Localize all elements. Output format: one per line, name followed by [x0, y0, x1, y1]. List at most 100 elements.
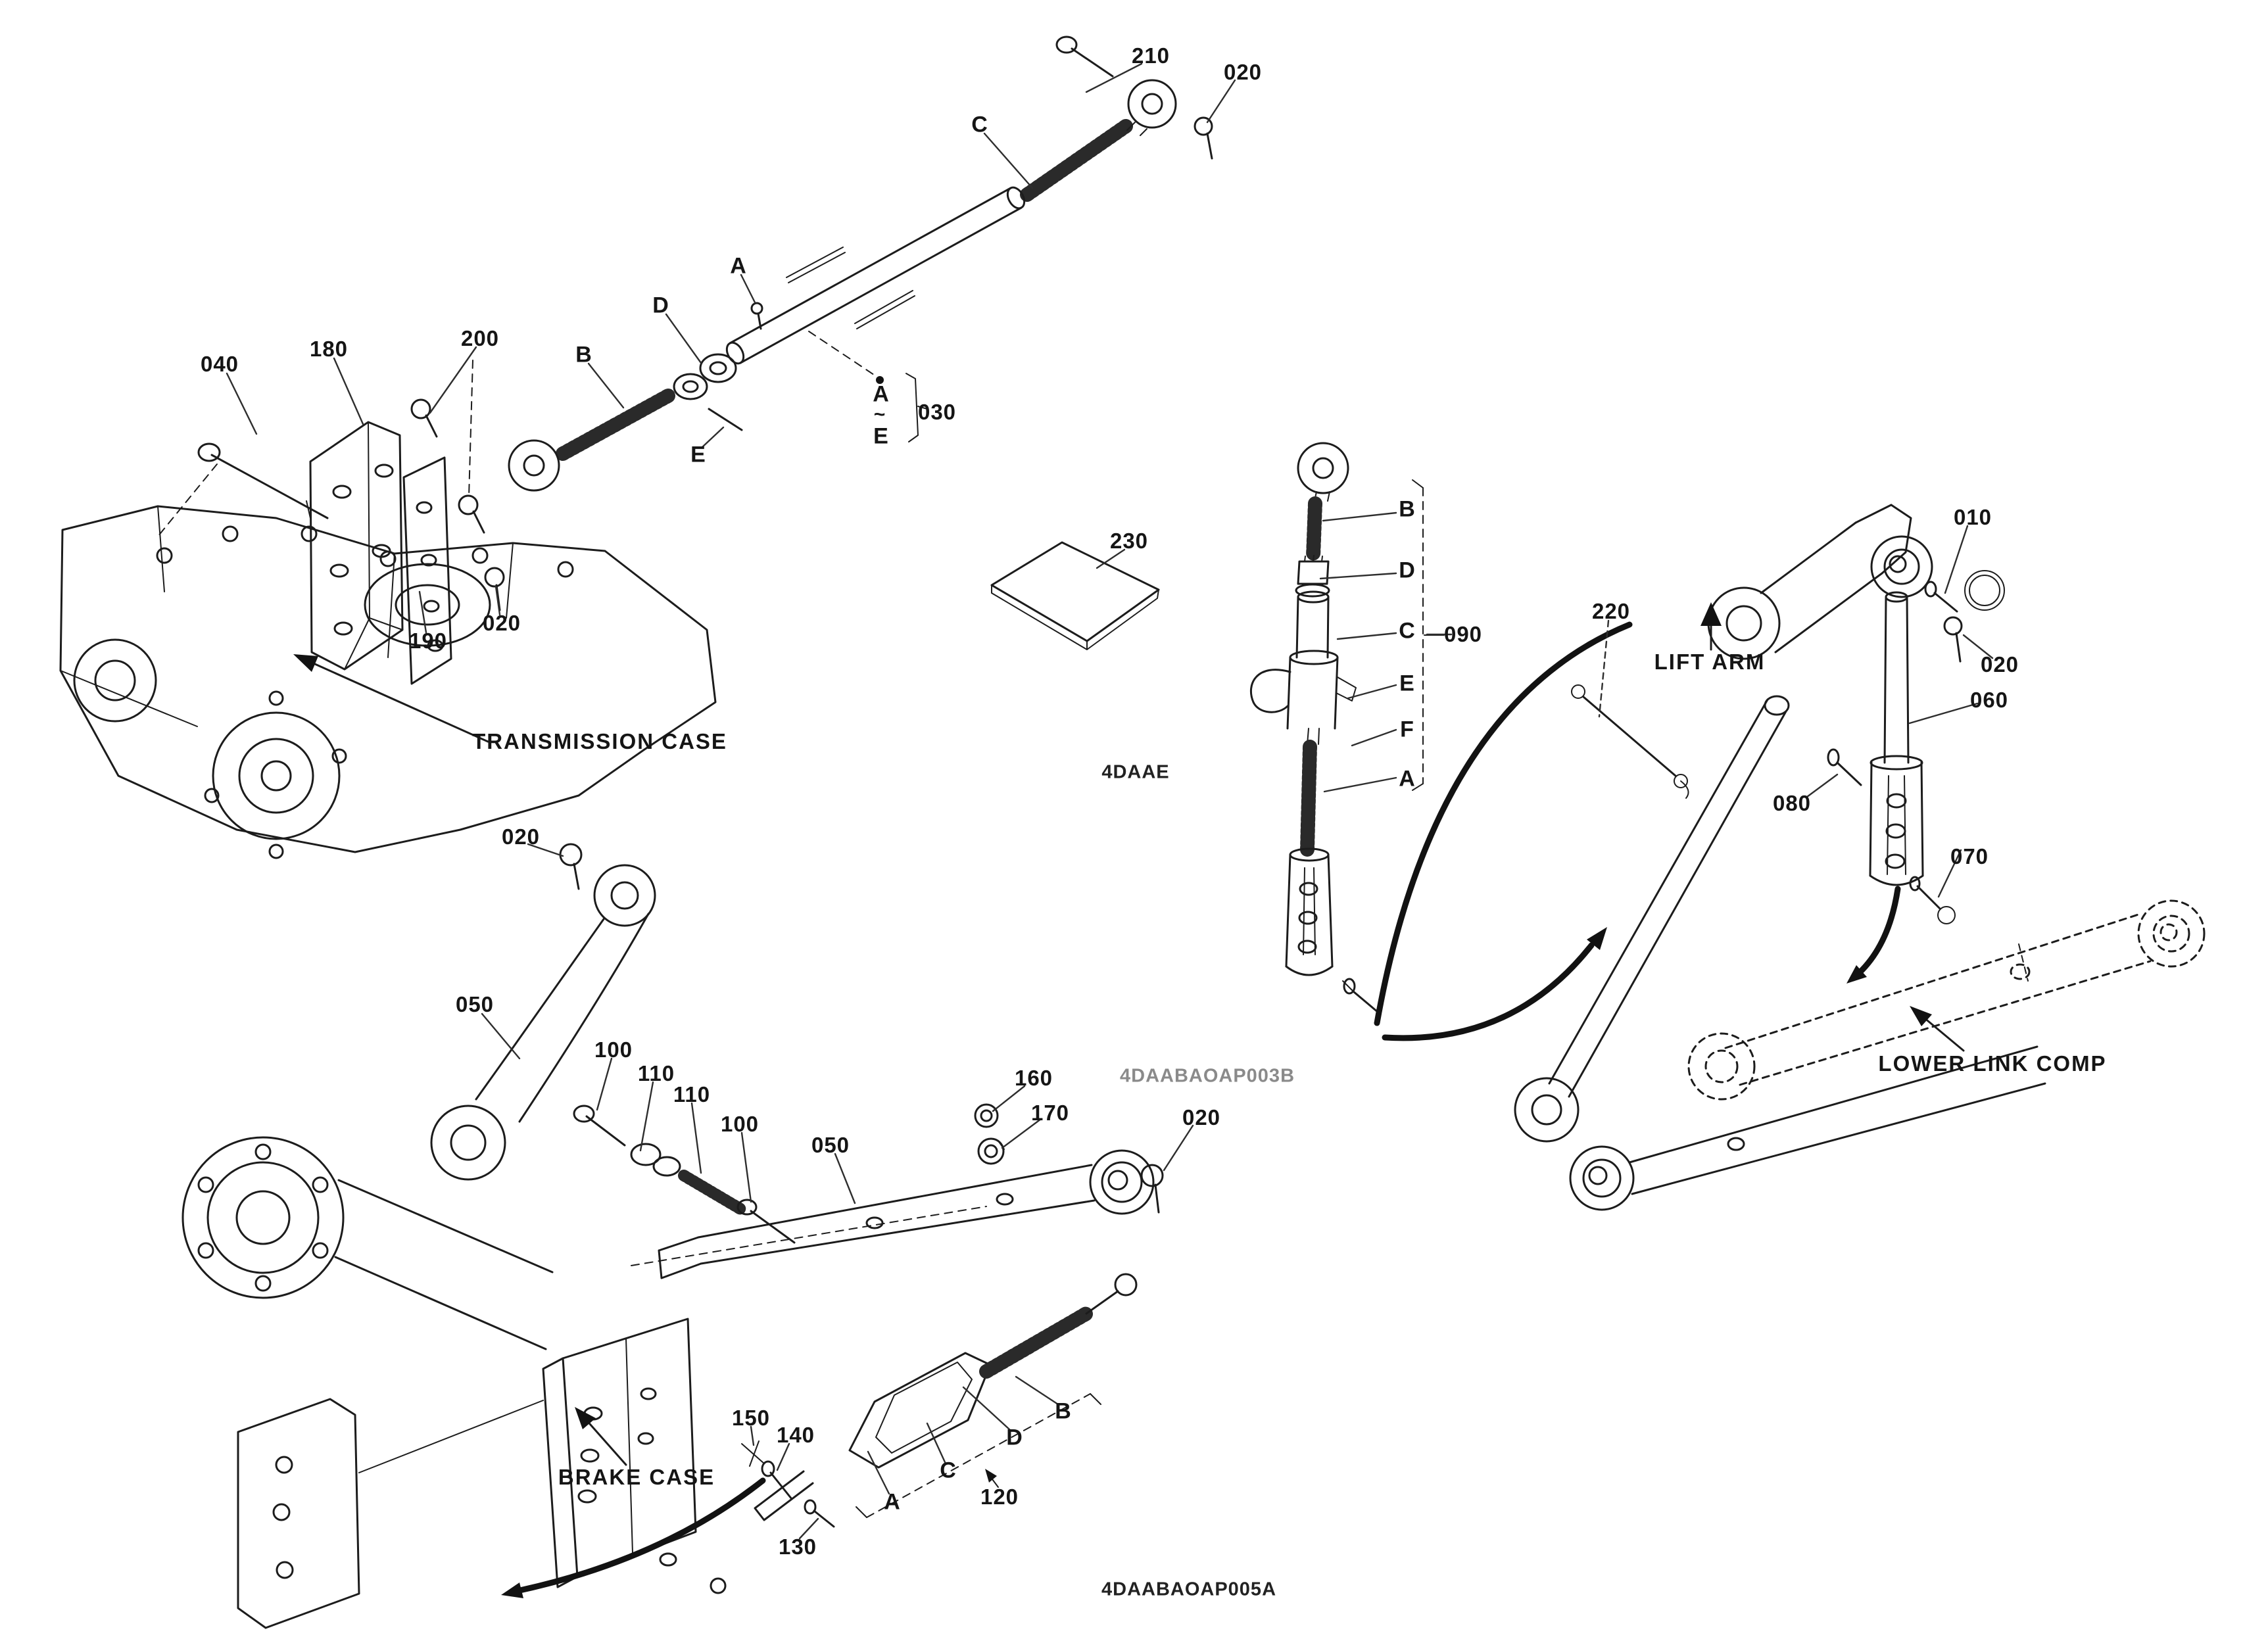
rear-axle-bracket [181, 1136, 727, 1629]
callout-100: 100 [594, 1037, 633, 1062]
phantom-lower-link [1687, 899, 2206, 1101]
callout-d: D [1399, 558, 1416, 583]
callout-e: E [1399, 671, 1415, 696]
leader-line [1944, 525, 1969, 594]
callout-070: 070 [1950, 844, 1989, 868]
leader-line [983, 132, 1034, 189]
callout-c: C [940, 1458, 957, 1483]
callout-c: C [971, 112, 988, 137]
callout-080: 080 [1772, 791, 1812, 815]
leader-line [1096, 548, 1126, 569]
callout-a: A [1399, 766, 1416, 792]
callout-090: 090 [1443, 622, 1483, 646]
callout-190: 190 [408, 629, 448, 653]
leveling-assembly [1249, 442, 1424, 1014]
callout-4daabaoap003b: 4DAABAOAP003B [1119, 1065, 1295, 1087]
callout-030: 030 [917, 400, 957, 424]
mounting-plates [157, 360, 505, 685]
callout-b: B [1055, 1398, 1072, 1424]
callout-f: F [1400, 717, 1414, 742]
callout-020: 020 [501, 824, 541, 849]
lift-rod [1827, 570, 2005, 924]
callout-120: 120 [980, 1485, 1019, 1509]
callout-160: 160 [1014, 1066, 1053, 1090]
callout-c: C [1399, 618, 1416, 644]
lower-link-right-side [1569, 1045, 2046, 1211]
leader-line [1015, 1375, 1059, 1406]
callout-110: 110 [673, 1082, 711, 1106]
leader-line [740, 1131, 752, 1203]
leader-line [962, 1386, 1011, 1431]
leader-line [1908, 702, 1979, 725]
leader-line [1351, 728, 1397, 747]
callout-020: 020 [482, 611, 521, 635]
callout-110: 110 [637, 1061, 675, 1085]
callout-brake-case: BRAKE CASE [558, 1465, 715, 1489]
leader-line [926, 1422, 946, 1463]
callout-4daabaoap005a: 4DAABAOAP005A [1101, 1579, 1277, 1600]
leader-line [1085, 62, 1143, 93]
callout--: ~ [873, 404, 886, 425]
callout-b: B [575, 342, 592, 368]
leader-line [1001, 1118, 1042, 1149]
transmission-case-drawing [59, 505, 717, 859]
top-link-assembly [508, 36, 1213, 492]
plate-230 [990, 541, 1160, 650]
annotation-arrows [293, 331, 1965, 1598]
leader-line [596, 1057, 613, 1111]
leader-line [1206, 79, 1236, 124]
callout-lower-link-comp: LOWER LINK COMP [1878, 1051, 2107, 1076]
callout-050: 050 [811, 1133, 850, 1157]
leader-line [665, 313, 702, 364]
leader-line [1347, 684, 1397, 700]
callout-060: 060 [1969, 688, 2009, 712]
callout-210: 210 [1131, 43, 1170, 68]
stabilizer-turnbuckle [741, 1273, 1138, 1528]
callout-200: 200 [460, 326, 500, 350]
leader-line [776, 1442, 790, 1471]
leader-line [527, 843, 564, 857]
callout-020: 020 [1980, 652, 2019, 677]
callout-010: 010 [1953, 505, 1992, 529]
callout-b: B [1399, 496, 1416, 522]
callout-020: 020 [1223, 60, 1263, 84]
chain-220 [1571, 684, 1689, 799]
callout-140: 140 [776, 1423, 815, 1447]
callout-a: A [884, 1489, 901, 1515]
callout-040: 040 [200, 352, 239, 376]
leader-line [1806, 773, 1839, 798]
callout-a: A [873, 381, 890, 407]
leader-line [1598, 619, 1610, 718]
leader-line [834, 1153, 856, 1204]
leader-line [740, 274, 756, 304]
leader-line [867, 1450, 890, 1495]
lower-link-left-side [631, 1103, 1164, 1279]
callout-d: D [652, 293, 669, 318]
leader-line [1163, 1124, 1194, 1172]
callout-lift-arm: LIFT ARM [1654, 650, 1766, 674]
callout-d: D [1006, 1425, 1023, 1450]
callout-e: E [690, 442, 706, 467]
callout-170: 170 [1030, 1101, 1070, 1125]
leader-line [1937, 849, 1962, 898]
leader-line [690, 1102, 702, 1174]
check-chain [573, 1105, 796, 1244]
callout-150: 150 [731, 1406, 771, 1430]
leader-line [495, 585, 501, 616]
leader-line [481, 1012, 521, 1060]
callout-230: 230 [1109, 529, 1149, 553]
callout-020: 020 [1182, 1105, 1221, 1130]
leader-line [798, 1517, 819, 1540]
callout-130: 130 [778, 1534, 817, 1559]
leader-line [418, 590, 427, 634]
callout-a: A [730, 253, 747, 279]
leader-line [701, 426, 725, 448]
callout-e: E [873, 423, 889, 449]
leader-line [1336, 632, 1397, 640]
leader-line [750, 1425, 755, 1446]
leader-line [1962, 634, 1994, 659]
leader-line [1319, 572, 1397, 580]
